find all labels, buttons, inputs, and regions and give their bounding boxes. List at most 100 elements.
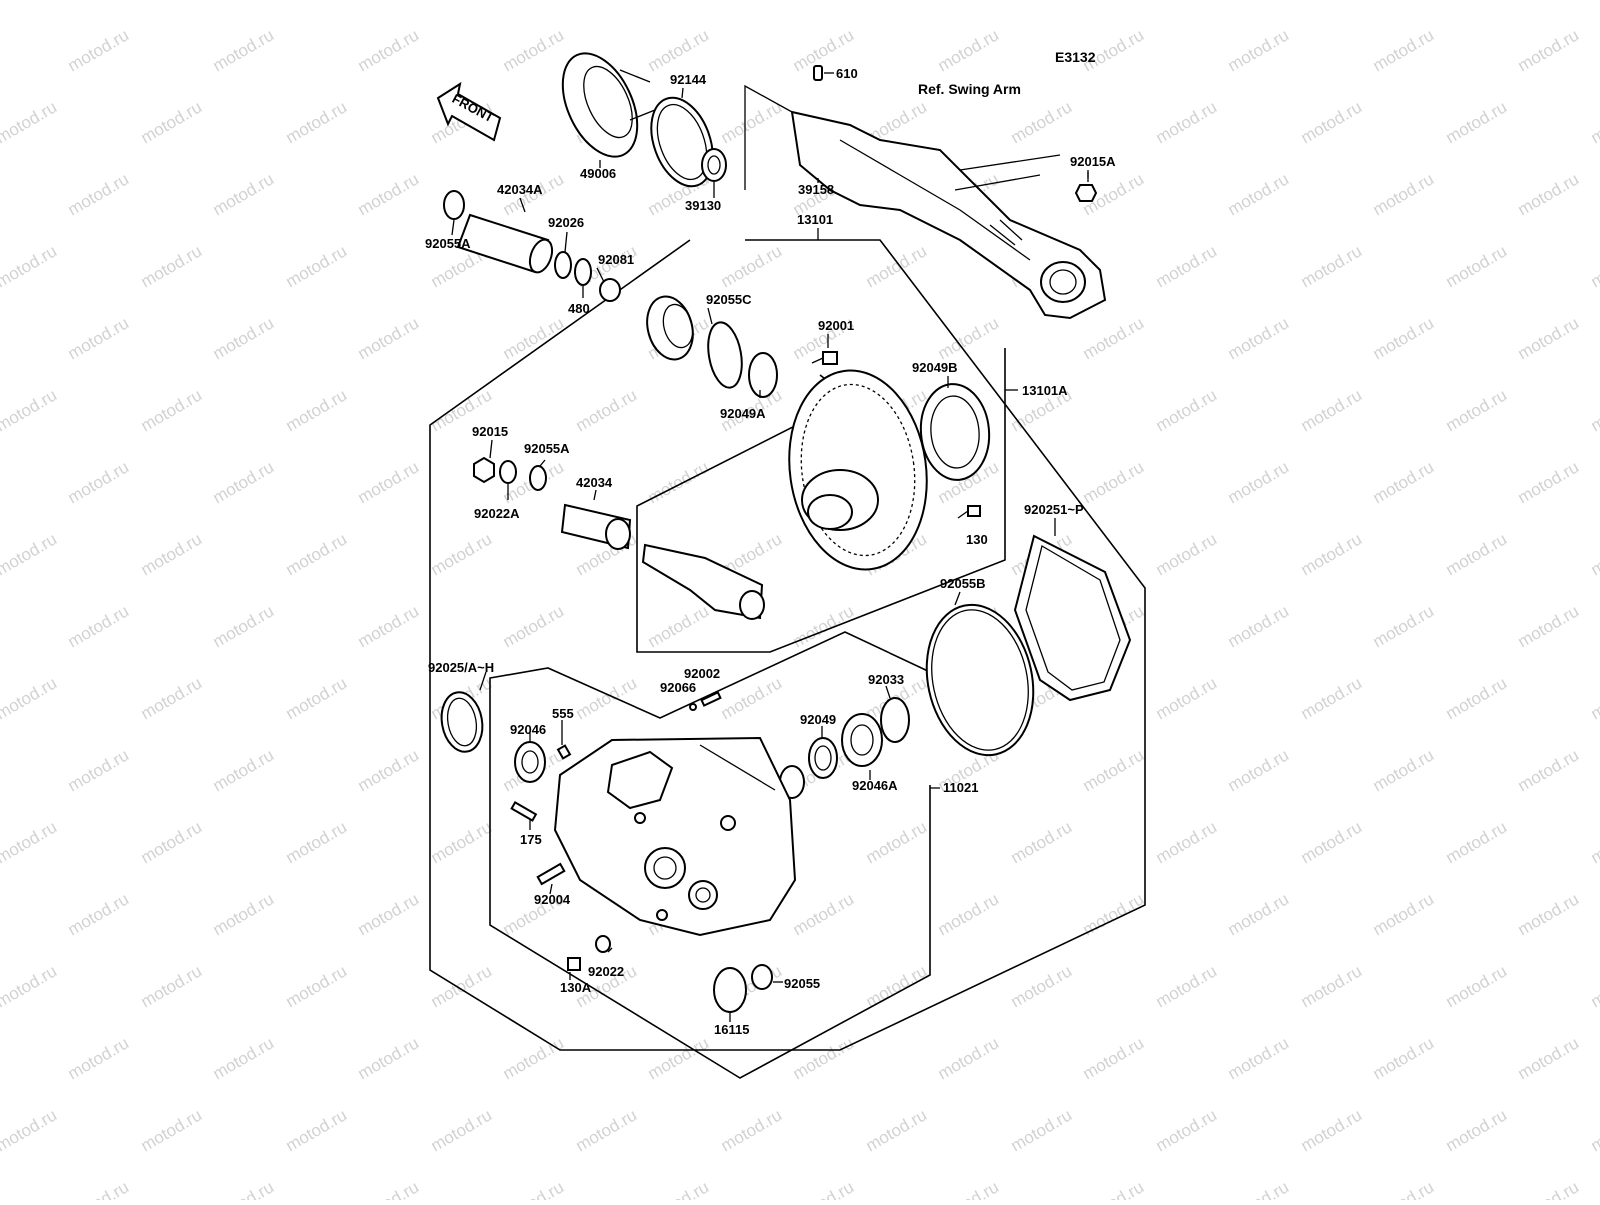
watermark-text: motod.ru xyxy=(1370,1177,1438,1200)
watermark-text: motod.ru xyxy=(1370,601,1438,651)
label-49006: 49006 xyxy=(580,166,616,181)
watermark-text: motod.ru xyxy=(573,673,641,723)
label-11021: 11021 xyxy=(943,780,978,795)
watermark-text: motod.ru xyxy=(863,1105,931,1155)
label-92144: 92144 xyxy=(670,72,707,87)
watermark-text: motod.ru xyxy=(138,817,206,867)
watermark-text: motod.ru xyxy=(283,673,351,723)
watermark-text: motod.ru xyxy=(1588,529,1600,579)
watermark-text: motod.ru xyxy=(428,817,496,867)
watermark-text: motod.ru xyxy=(1370,25,1438,75)
watermark-text: motod.ru xyxy=(500,1033,568,1083)
label-92046: 92046 xyxy=(510,722,546,737)
watermark-text: motod.ru xyxy=(790,889,858,939)
watermark-text: motod.ru xyxy=(1008,0,1076,3)
watermark-text: motod.ru xyxy=(0,97,60,147)
watermark-text: motod.ru xyxy=(65,25,133,75)
label-92026: 92026 xyxy=(548,215,584,230)
watermark-text: motod.ru xyxy=(1008,817,1076,867)
watermark-text: motod.ru xyxy=(1443,241,1511,291)
watermark-text: motod.ru xyxy=(1225,25,1293,75)
watermark-text: motod.ru xyxy=(500,1177,568,1200)
part-92033-circlip xyxy=(881,698,909,742)
part-11021-gear-case xyxy=(555,738,795,935)
watermark-text: motod.ru xyxy=(1298,385,1366,435)
watermark-text: motod.ru xyxy=(718,673,786,723)
watermark-text: motod.ru xyxy=(355,313,423,363)
part-92015A-fitting xyxy=(1076,170,1096,201)
watermark-text: motod.ru xyxy=(0,0,60,3)
label-610: 610 xyxy=(836,66,858,81)
watermark-text: motod.ru xyxy=(138,961,206,1011)
watermark-text: motod.ru xyxy=(1080,457,1148,507)
watermark-text: motod.ru xyxy=(1153,961,1221,1011)
watermark-text: motod.ru xyxy=(718,241,786,291)
label-130A: 130A xyxy=(560,980,592,995)
watermark-text: motod.ru xyxy=(138,97,206,147)
label-39158: 39158 xyxy=(798,182,834,197)
watermark-text: motod.ru xyxy=(1370,745,1438,795)
label-16115: 16115 xyxy=(714,1022,749,1037)
label-92049B: 92049B xyxy=(912,360,958,375)
label-92015A: 92015A xyxy=(1070,154,1116,169)
watermark-text: motod.ru xyxy=(65,1033,133,1083)
watermark-text: motod.ru xyxy=(1080,745,1148,795)
watermark-text: motod.ru xyxy=(138,529,206,579)
watermark-text: motod.ru xyxy=(1370,169,1438,219)
watermark-text: motod.ru xyxy=(573,0,641,3)
part-92055C-seal xyxy=(640,291,777,397)
watermark-text: motod.ru xyxy=(1515,601,1583,651)
watermark-text: motod.ru xyxy=(1515,889,1583,939)
watermark-text: motod.ru xyxy=(1443,817,1511,867)
watermark-text: motod.ru xyxy=(1370,1033,1438,1083)
watermark-text: motod.ru xyxy=(1298,673,1366,723)
label-92002: 92002 xyxy=(684,666,720,681)
watermark-text: motod.ru xyxy=(790,1177,858,1200)
watermark-text: motod.ru xyxy=(355,601,423,651)
watermark-text: motod.ru xyxy=(645,457,713,507)
watermark-text: motod.ru xyxy=(428,1105,496,1155)
watermark-text: motod.ru xyxy=(0,529,60,579)
watermark-text: motod.ru xyxy=(138,673,206,723)
watermark-text: motod.ru xyxy=(1443,961,1511,1011)
watermark-text: motod.ru xyxy=(863,961,931,1011)
watermark-text: motod.ru xyxy=(1153,97,1221,147)
label-92055B: 92055B xyxy=(940,576,986,591)
watermark-text: motod.ru xyxy=(1298,97,1366,147)
label-480: 480 xyxy=(568,301,590,316)
watermark-text: motod.ru xyxy=(283,529,351,579)
watermark-text: motod.ru xyxy=(1370,889,1438,939)
watermark-text: motod.ru xyxy=(65,745,133,795)
watermark-text: motod.ru xyxy=(355,1033,423,1083)
watermark-text: motod.ru xyxy=(1080,1033,1148,1083)
watermark-text: motod.ru xyxy=(428,0,496,3)
watermark-text: motod.ru xyxy=(935,1033,1003,1083)
watermark-text: motod.ru xyxy=(500,25,568,75)
watermark-text: motod.ru xyxy=(935,1177,1003,1200)
watermark-text: motod.ru xyxy=(283,1105,351,1155)
label-92025AH: 92025/A~H xyxy=(428,660,494,675)
watermark-text: motod.ru xyxy=(283,97,351,147)
watermark-text: motod.ru xyxy=(1443,97,1511,147)
watermark-text: motod.ru xyxy=(1515,457,1583,507)
part-39130-bushing xyxy=(702,149,726,181)
watermark-text: motod.ru xyxy=(355,889,423,939)
label-92055: 92055 xyxy=(784,976,820,991)
watermark-text: motod.ru xyxy=(210,457,278,507)
watermark-text: motod.ru xyxy=(1588,673,1600,723)
watermark-text: motod.ru xyxy=(863,0,931,3)
diagram-code: E3132 xyxy=(1055,49,1096,65)
watermark-text: motod.ru xyxy=(283,241,351,291)
watermark-text: motod.ru xyxy=(645,25,713,75)
watermark-text: motod.ru xyxy=(0,817,60,867)
watermark-text: motod.ru xyxy=(355,745,423,795)
watermark-text: motod.ru xyxy=(210,25,278,75)
watermark-text: motod.ru xyxy=(1515,745,1583,795)
watermark-text: motod.ru xyxy=(790,601,858,651)
watermark-text: motod.ru xyxy=(1443,0,1511,3)
label-39130: 39130 xyxy=(685,198,721,213)
watermark-text: motod.ru xyxy=(790,1033,858,1083)
